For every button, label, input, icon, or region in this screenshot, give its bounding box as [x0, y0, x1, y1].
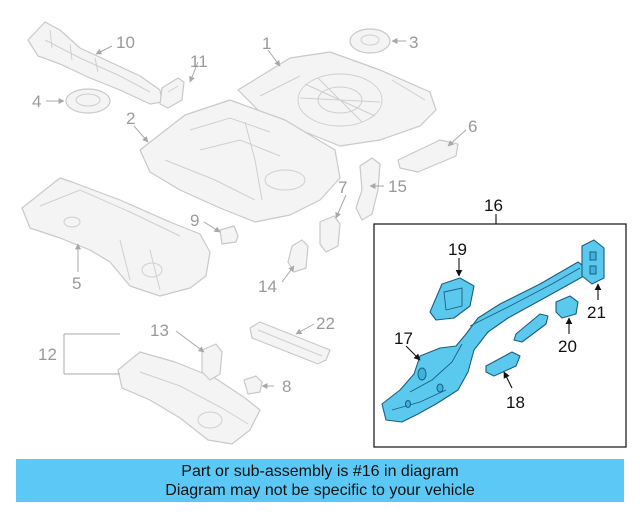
callout-4: 4: [32, 92, 41, 111]
callout-12: 12: [38, 345, 57, 364]
part-12-floor-assembly: [117, 351, 261, 445]
part-16-inner-brace: [513, 313, 549, 343]
callout-19: 19: [448, 240, 467, 259]
callout-10: 10: [116, 33, 135, 52]
grey-callouts: 1 2 3 4 5 6 7 8 9 10 11 12 13 14 15 22: [32, 33, 477, 396]
callout-5: 5: [72, 274, 81, 293]
callout-9: 9: [190, 211, 199, 230]
callout-13: 13: [150, 321, 169, 340]
part-14-bracket: [287, 239, 309, 273]
callout-11: 11: [190, 52, 208, 71]
part-16-callout: 16: [484, 196, 503, 224]
part-15-reinforcement: [355, 157, 381, 221]
callout-3: 3: [409, 33, 418, 52]
info-banner: Part or sub-assembly is #16 in diagram D…: [16, 459, 624, 502]
dark-leaders: [405, 258, 602, 389]
callout-8: 8: [282, 377, 291, 396]
callout-22: 22: [316, 314, 335, 333]
callout-20: 20: [558, 337, 577, 356]
part-5-dash-panel: [21, 177, 211, 297]
callout-16: 16: [484, 196, 503, 215]
callout-14: 14: [258, 277, 277, 296]
part-22-crossmember: [249, 321, 331, 365]
callout-15: 15: [388, 177, 407, 196]
part-21-bracket: [581, 239, 605, 285]
callout-21: 21: [587, 303, 606, 322]
callout-18: 18: [506, 393, 525, 412]
part-18-extension: [485, 351, 521, 377]
part-19-pad: [429, 277, 475, 321]
part-4-plug: [65, 88, 111, 114]
callout-1: 1: [262, 34, 271, 53]
callout-17: 17: [394, 329, 413, 348]
part-20-bracket: [555, 295, 579, 319]
grey-leaders: [46, 38, 467, 389]
part-2-front-floor: [139, 99, 341, 223]
banner-line-1: Part or sub-assembly is #16 in diagram: [181, 463, 459, 480]
part-9-bracket: [219, 225, 239, 245]
parts-diagram: 1 2 3 4 5 6 7 8 9 10 11 12 13 14 15 22 1…: [21, 21, 627, 448]
part-8-bracket: [243, 375, 263, 395]
callout-2: 2: [126, 109, 135, 128]
part-13-bracket: [201, 343, 223, 381]
callout-7: 7: [338, 178, 347, 197]
part-7-bracket: [319, 215, 341, 253]
callout-6: 6: [468, 117, 477, 136]
part-16-frame: [373, 223, 627, 448]
part-3-plug: [349, 28, 391, 54]
part-11-bracket: [159, 77, 185, 109]
part-6-bracket: [397, 139, 459, 173]
banner-line-2: Diagram may not be specific to your vehi…: [165, 482, 475, 499]
part-10-cowl-panel: [27, 21, 163, 105]
dark-callouts: 19 17 18 20 21: [394, 240, 606, 412]
